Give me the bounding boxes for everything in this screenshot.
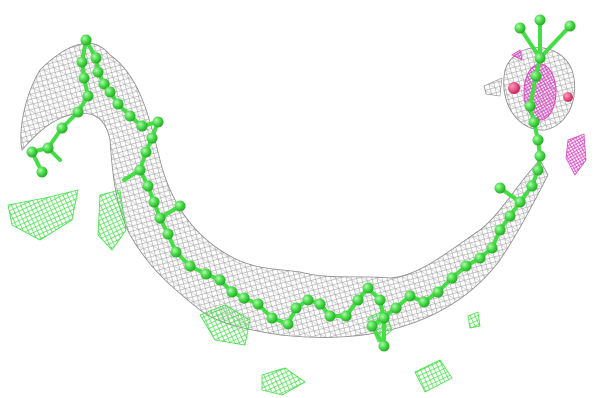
carbon-atom [390, 302, 402, 314]
carbon-atom [418, 296, 430, 308]
carbon-atom [26, 146, 38, 158]
carbon-atom [82, 90, 94, 102]
gray-mesh-body [20, 43, 549, 338]
carbon-atom [378, 340, 390, 352]
carbon-atom [314, 298, 326, 310]
carbon-atom [290, 302, 302, 314]
magenta-blob-top [511, 49, 523, 61]
carbon-atom [78, 72, 90, 84]
molecule-atoms [26, 14, 576, 352]
carbon-atom [374, 294, 386, 306]
green-blob-inner [97, 189, 127, 251]
carbon-atom [214, 274, 226, 286]
carbon-atom [226, 286, 238, 298]
carbon-atom [532, 164, 544, 176]
carbon-atom [528, 116, 540, 128]
gray-mesh-fragment [483, 77, 503, 97]
bond [518, 26, 542, 60]
carbon-atom [474, 252, 486, 264]
magenta-blob-right [565, 133, 587, 176]
carbon-atom [504, 210, 516, 222]
carbon-atom [514, 22, 526, 34]
carbon-atom [514, 196, 526, 208]
carbon-atom [200, 268, 212, 280]
carbon-atom [494, 224, 506, 236]
carbon-atom [534, 14, 546, 26]
green-blob-right [467, 311, 481, 329]
carbon-atom [174, 200, 186, 212]
carbon-atom [530, 70, 542, 82]
green-blob-bottom [261, 367, 306, 396]
carbon-atom [252, 298, 264, 310]
carbon-atom [42, 142, 54, 154]
carbon-atom [136, 120, 148, 132]
carbon-atom [56, 122, 68, 134]
carbon-atom [148, 196, 160, 208]
carbon-atom [366, 320, 378, 332]
carbon-atom [266, 312, 278, 324]
carbon-atom [534, 52, 546, 64]
carbon-atom [564, 20, 576, 32]
carbon-atom [362, 282, 374, 294]
green-blob-left [7, 189, 79, 241]
carbon-atom [162, 228, 174, 240]
carbon-atom [494, 182, 506, 194]
carbon-atom [532, 134, 544, 146]
carbon-atom [432, 286, 444, 298]
carbon-atom [170, 246, 182, 258]
carbon-atom [184, 260, 196, 272]
carbon-atom [460, 260, 472, 272]
carbon-atom [352, 294, 364, 306]
carbon-atom [142, 180, 154, 192]
oxygen-atom [508, 82, 520, 94]
carbon-atom [238, 292, 250, 304]
carbon-atom [152, 116, 164, 128]
carbon-atom [134, 164, 146, 176]
carbon-atom [534, 150, 546, 162]
carbon-atom [324, 310, 336, 322]
bond [538, 24, 572, 60]
carbon-atom [340, 310, 352, 322]
carbon-atom [124, 110, 136, 122]
carbon-atom [378, 312, 390, 324]
carbon-atom [140, 146, 152, 158]
carbon-atom [98, 78, 110, 90]
carbon-atom [154, 212, 166, 224]
carbon-atom [282, 318, 294, 330]
carbon-atom [90, 52, 102, 64]
carbon-atom [72, 106, 84, 118]
oxygen-atom [563, 92, 573, 102]
carbon-atom [526, 180, 538, 192]
carbon-atom [486, 242, 498, 254]
carbon-atom [112, 98, 124, 110]
carbon-atom [92, 66, 104, 78]
carbon-atom [404, 290, 416, 302]
carbon-atom [446, 272, 458, 284]
carbon-atom [36, 166, 48, 178]
carbon-atom [524, 100, 536, 112]
green-blob-bottom-right [414, 359, 453, 393]
carbon-atom [80, 34, 92, 46]
carbon-atom [146, 132, 158, 144]
carbon-atom [104, 86, 116, 98]
oxygen-atoms [508, 82, 573, 102]
carbon-atom [302, 294, 314, 306]
green-blob-low [199, 304, 251, 346]
carbon-atom [76, 56, 88, 68]
